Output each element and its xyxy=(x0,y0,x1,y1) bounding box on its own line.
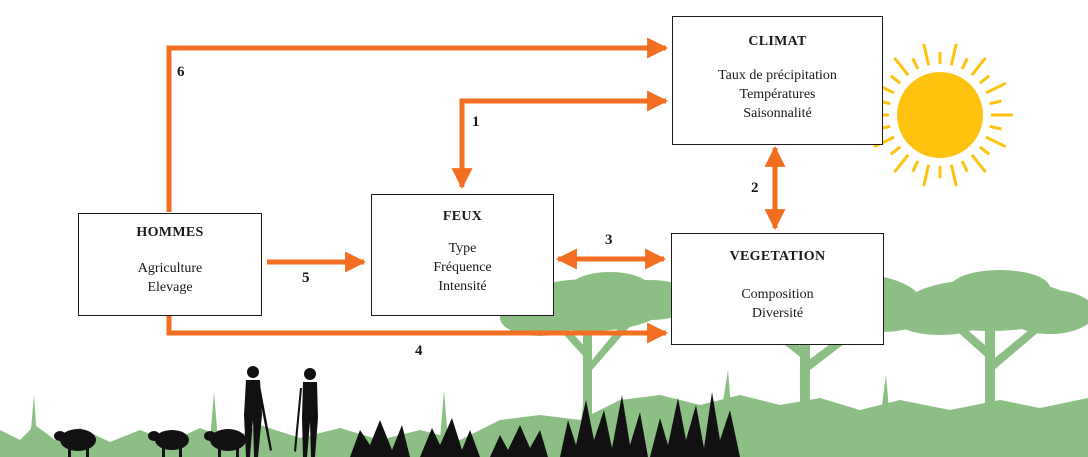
sun-ray xyxy=(989,124,1002,131)
sun-ray xyxy=(985,81,1007,95)
climat-line-3: Saisonnalité xyxy=(743,106,812,121)
climat-line-2: Températures xyxy=(739,87,816,102)
hommes-box: HOMMES Agriculture Elevage xyxy=(78,213,262,316)
arrow-label-1: 1 xyxy=(472,114,480,130)
vegetation-title: VEGETATION xyxy=(729,249,826,264)
sun-ray xyxy=(970,153,987,174)
arrow-1-feux-climat xyxy=(451,90,669,190)
hommes-line-1: Agriculture xyxy=(137,261,203,276)
arrow-label-6: 6 xyxy=(177,64,185,80)
sun-ray xyxy=(889,145,902,156)
sun-ray xyxy=(989,99,1002,106)
fire-icon xyxy=(350,392,740,457)
climat-line-1: Taux de précipitation xyxy=(718,68,837,83)
arrow-label-3: 3 xyxy=(605,232,613,248)
climat-box: CLIMAT Taux de précipitation Température… xyxy=(672,16,883,145)
hommes-title: HOMMES xyxy=(136,225,204,240)
sun-ray xyxy=(911,57,920,70)
sun-ray xyxy=(985,135,1007,149)
vegetation-line-1: Composition xyxy=(741,287,814,302)
sun-ray xyxy=(970,56,987,77)
sun-ray xyxy=(873,135,895,149)
sun-ray xyxy=(978,145,991,156)
feux-box: FEUX Type Fréquence Intensité xyxy=(371,194,554,316)
sun-ray xyxy=(960,57,969,70)
feux-line-3: Intensité xyxy=(438,279,487,294)
arrow-6-hommes-climat xyxy=(166,37,669,212)
feux-title: FEUX xyxy=(442,209,483,224)
arrow-4-hommes-vegetation xyxy=(166,316,669,344)
sheep-icon xyxy=(54,429,246,457)
climat-title: CLIMAT xyxy=(748,34,807,49)
sun-ray xyxy=(911,160,920,173)
sun-icon xyxy=(867,43,1013,187)
arrow-label-5: 5 xyxy=(302,270,310,286)
sun-ray xyxy=(949,43,958,66)
sun-disc xyxy=(897,72,983,158)
sun-ray xyxy=(893,56,910,77)
hommes-line-2: Elevage xyxy=(147,280,193,295)
sun-ray xyxy=(978,74,991,85)
sun-ray xyxy=(949,164,958,187)
sun-ray xyxy=(960,160,969,173)
arrow-label-2: 2 xyxy=(751,180,759,196)
herder-icon xyxy=(244,366,318,457)
vegetation-line-2: Diversité xyxy=(751,306,804,321)
feux-line-2: Fréquence xyxy=(433,260,492,275)
arrow-label-4: 4 xyxy=(415,343,423,359)
sun-ray xyxy=(893,153,910,174)
vegetation-box: VEGETATION Composition Diversité xyxy=(671,233,884,345)
sun-ray xyxy=(922,164,931,187)
feux-line-1: Type xyxy=(448,241,477,256)
grass-icon xyxy=(0,370,1088,457)
sun-ray xyxy=(922,43,931,66)
sun-ray xyxy=(889,74,902,85)
